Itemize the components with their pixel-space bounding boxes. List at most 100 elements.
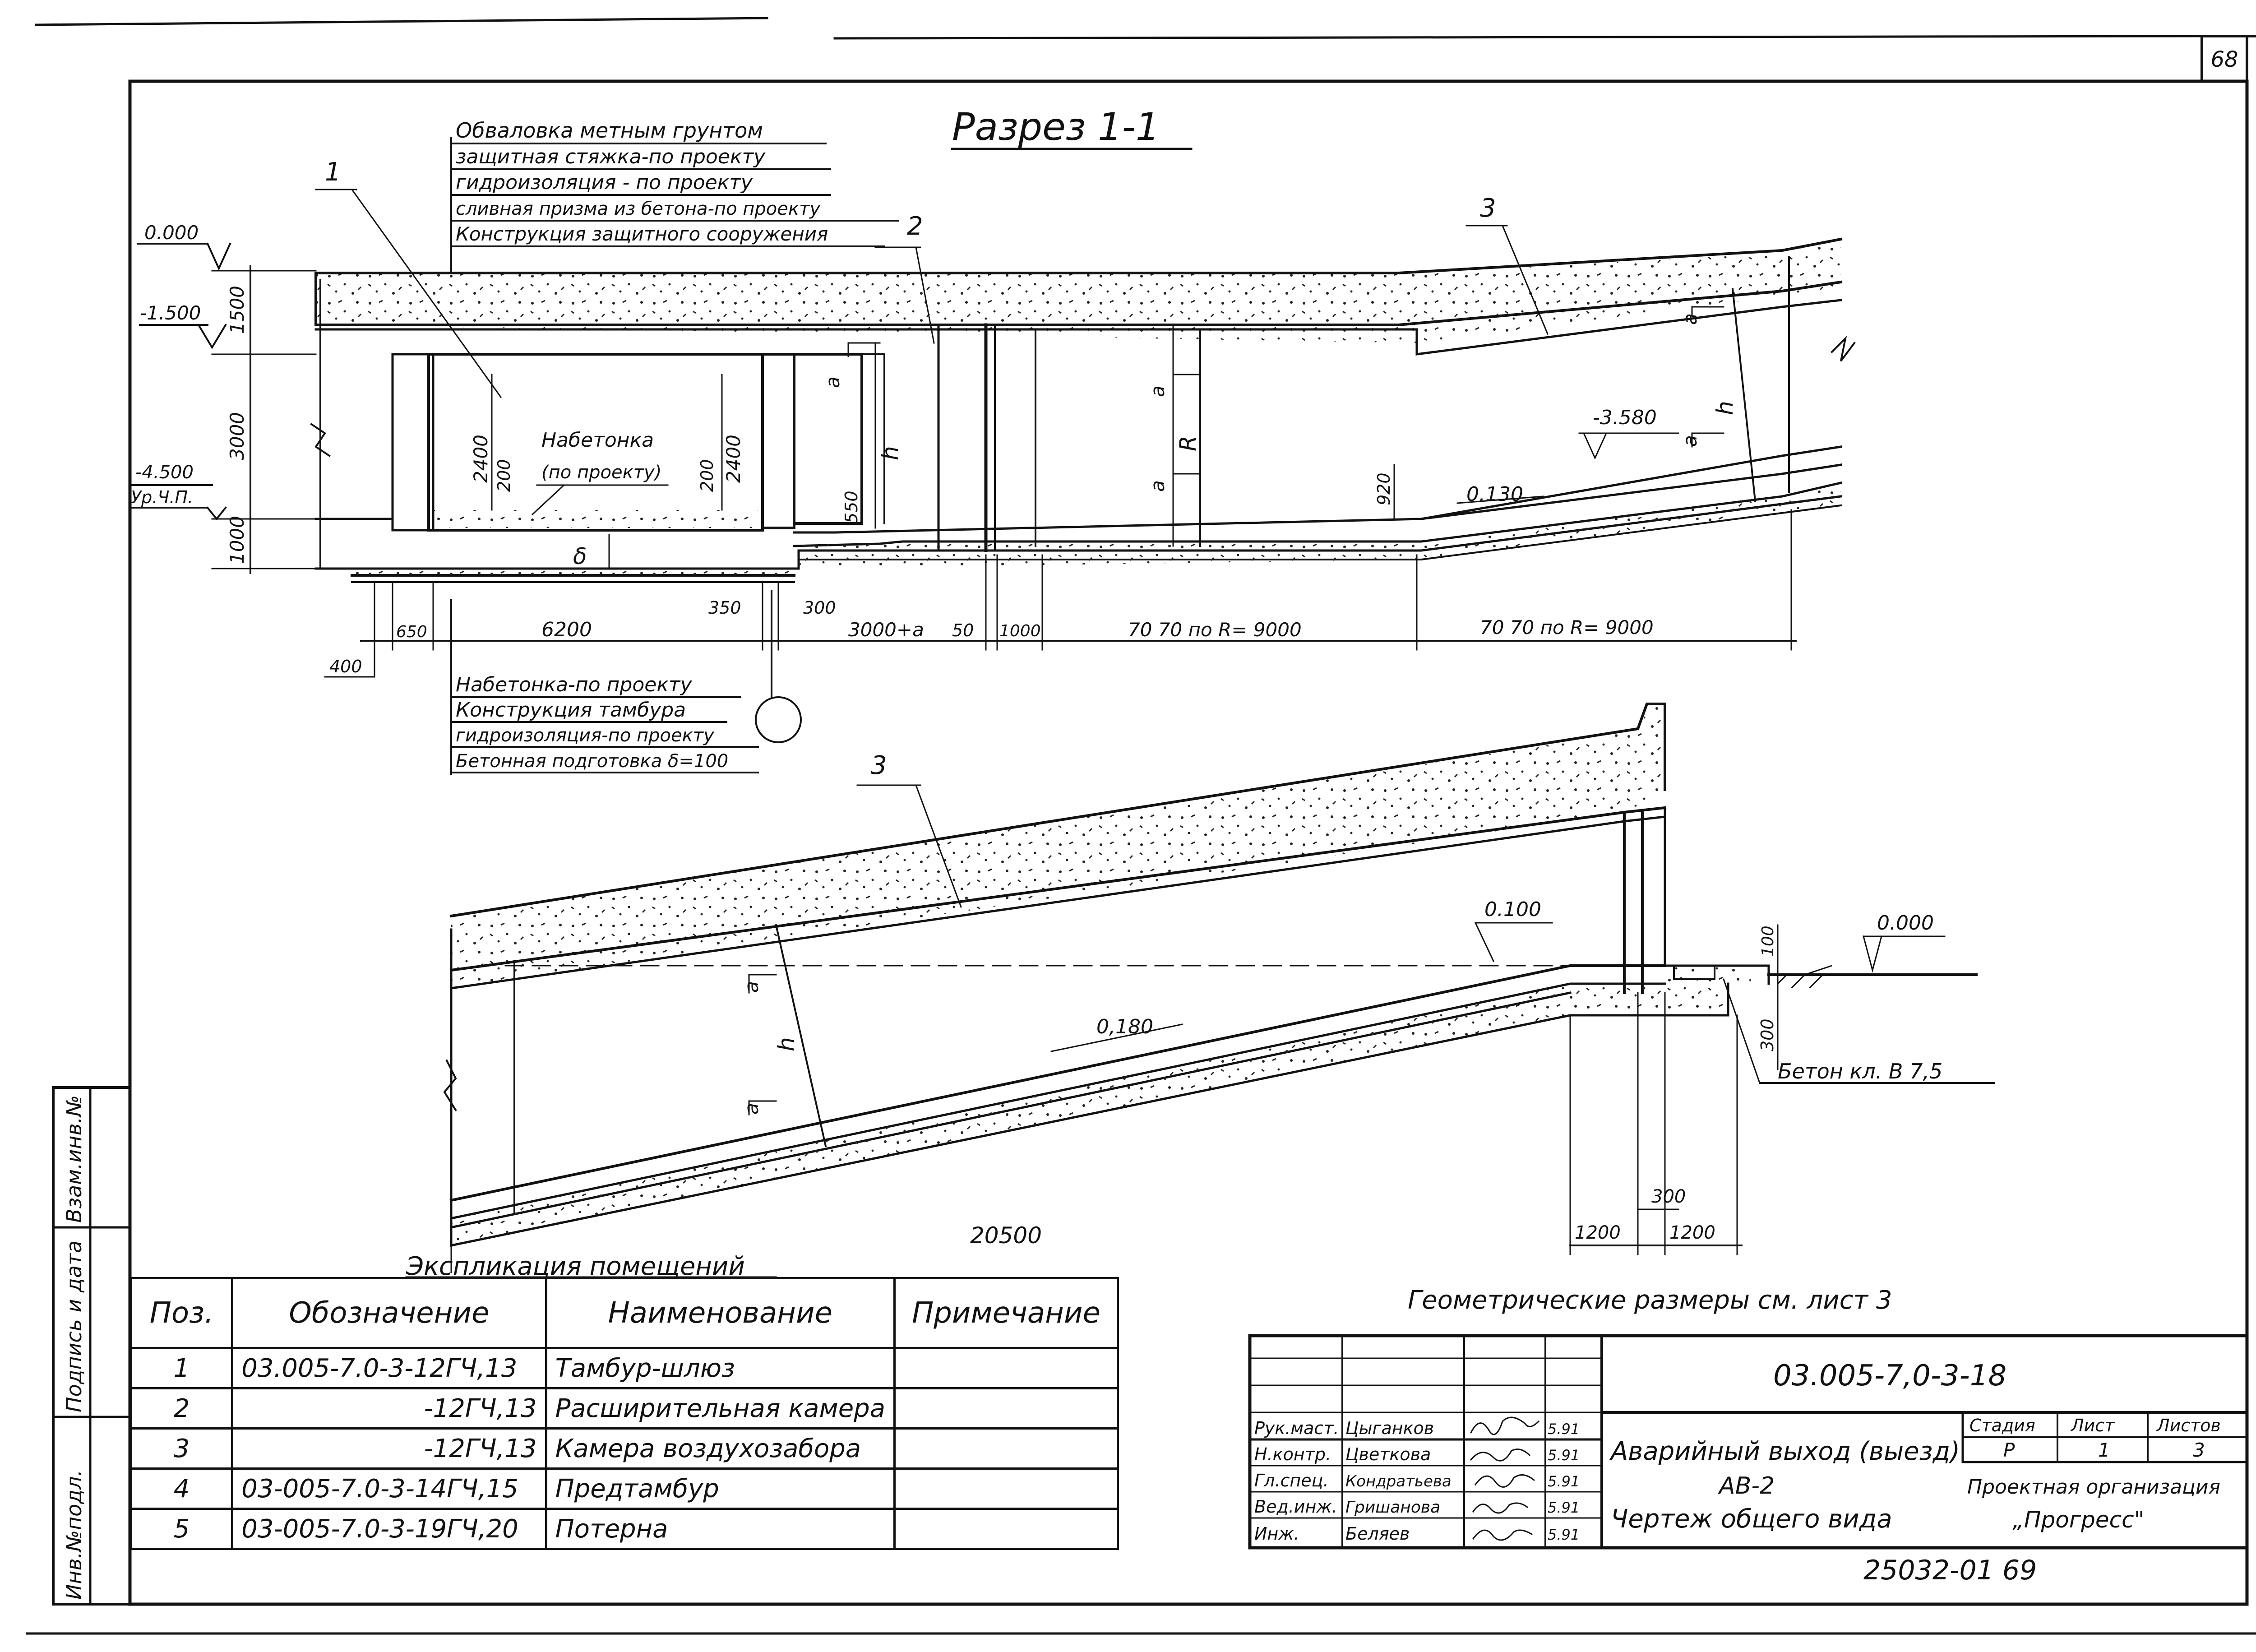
- row-name: Предтамбур: [545, 1467, 896, 1510]
- signatures: [1470, 1416, 1540, 1541]
- hdim-650: 650: [396, 623, 427, 641]
- col-header-designation: Обозначение: [231, 1277, 547, 1349]
- col-header-pos: Поз.: [129, 1277, 234, 1349]
- ramp-dim-1200-b: 1200: [1669, 1222, 1715, 1243]
- label-a-4: a: [1679, 313, 1701, 325]
- layer-top-5: Конструкция защитного сооружения: [456, 223, 828, 245]
- callout-3-top: 3: [1480, 194, 1496, 223]
- hdim-400: 400: [329, 657, 362, 676]
- ramp-slope-0180: 0,180: [1096, 1015, 1153, 1038]
- title-block: [1248, 1334, 2249, 1550]
- explication-table: Поз. Обозначение Наименование Примечание…: [129, 1277, 1119, 1550]
- ramp-callout-3: 3: [871, 751, 887, 780]
- signer-name-4: Гришанова: [1345, 1498, 1440, 1517]
- side-stamp-inv-podl: Инв.№подл.: [62, 1470, 86, 1600]
- stage-header: Стадия: [1969, 1416, 2035, 1435]
- signer-date-2: 5.91: [1548, 1447, 1580, 1464]
- org-label: Проектная организация: [1967, 1476, 2220, 1499]
- org-name: „Прогресс": [2012, 1507, 2145, 1533]
- signer-role-3: Гл.спец.: [1254, 1471, 1329, 1490]
- layers-top-leader: [450, 137, 899, 272]
- vdim-200-b: 200: [697, 459, 717, 492]
- signer-date-1: 5.91: [1548, 1421, 1580, 1438]
- side-stamp-signature-date: Подпись и дата: [62, 1240, 86, 1412]
- elev-4500: -4.500: [135, 462, 194, 483]
- section-rooms: [310, 256, 1856, 569]
- explication-title: Экспликация помещений: [406, 1252, 745, 1281]
- row-name: Камера воздухозабора: [545, 1427, 896, 1470]
- ramp-h: h: [773, 1037, 800, 1051]
- label-nabetonka: Набетонка: [541, 429, 654, 452]
- row-name: Тамбур-шлюз: [545, 1347, 896, 1389]
- vdim-2400-b: 2400: [722, 435, 744, 483]
- sheet-number: 68: [2210, 47, 2238, 72]
- label-po-proektu: (по проекту): [541, 462, 661, 483]
- label-a-5: a: [1679, 435, 1701, 447]
- row-pos: 4: [129, 1467, 234, 1510]
- doc-title-1: Аварийный выход (выезд): [1609, 1437, 1960, 1466]
- table-row: 4 03-005-7.0-3-14ГЧ,15 Предтамбур: [129, 1467, 1119, 1510]
- section-roof-band: [314, 237, 1843, 356]
- layer-bottom-1: Набетонка-по проекту: [456, 673, 693, 696]
- doc-code: 03.005-7,0-3-18: [1773, 1359, 2006, 1393]
- layer-top-1: Обваловка метным грунтом: [456, 118, 763, 143]
- stage-value: Р: [2003, 1439, 2015, 1461]
- row-note: [893, 1347, 1119, 1389]
- label-a-1: a: [822, 376, 844, 388]
- label-a-2: a: [1146, 385, 1169, 397]
- signer-date-5: 5.91: [1548, 1526, 1580, 1543]
- sheets-value: 3: [2193, 1439, 2205, 1461]
- table-row: 5 03-005-7.0-3-19ГЧ,20 Потерна: [129, 1508, 1119, 1550]
- signer-name-5: Беляев: [1345, 1524, 1410, 1544]
- row-pos: 1: [129, 1347, 234, 1389]
- ramp-dims: [450, 924, 1779, 1273]
- sheet-frame: [26, 17, 2256, 1635]
- doc-title-3: Чертеж общего вида: [1611, 1504, 1892, 1534]
- sheets-header: Листов: [2156, 1416, 2221, 1435]
- hdim-7070-a: 70 70 по R= 9000: [1128, 619, 1302, 641]
- label-h-top: h: [877, 446, 903, 460]
- doc-title-2: АВ-2: [1718, 1472, 1775, 1499]
- section-floor-lines: [314, 445, 1842, 583]
- layer-bottom-3: гидроизоляция-по проекту: [456, 725, 715, 746]
- row-code: 03-005-7.0-3-14ГЧ,15: [231, 1467, 547, 1510]
- layer-bottom-2: Конструкция тамбура: [456, 699, 686, 722]
- ramp-view: [443, 702, 1995, 1247]
- sheet-value: 1: [2098, 1439, 2110, 1461]
- row-name: Потерна: [545, 1508, 896, 1550]
- explication-header-row: Поз. Обозначение Наименование Примечание: [129, 1277, 1119, 1349]
- label-a-3: a: [1146, 480, 1169, 492]
- row-note: [893, 1387, 1119, 1430]
- hdim-1000: 1000: [999, 622, 1041, 640]
- col-header-name: Наименование: [545, 1277, 896, 1349]
- row-pos: 2: [129, 1387, 234, 1430]
- hdim-6200: 6200: [541, 618, 592, 641]
- row-code: -12ГЧ,13: [231, 1387, 547, 1430]
- signer-date-4: 5.91: [1548, 1499, 1580, 1516]
- vdim-3000: 3000: [226, 412, 248, 460]
- label-R: R: [1175, 435, 1201, 451]
- side-stamp-inv-replace: Взам.инв.№: [62, 1095, 86, 1223]
- layer-top-3: гидроизоляция - по проекту: [456, 171, 753, 194]
- ramp-a-2: a: [740, 1103, 763, 1115]
- signer-name-3: Кондратьева: [1345, 1472, 1452, 1490]
- layer-top-4: сливная призма из бетона-по проекту: [456, 199, 821, 219]
- row-note: [893, 1467, 1119, 1510]
- table-row: 1 03.005-7.0-3-12ГЧ,13 Тамбур-шлюз: [129, 1347, 1119, 1389]
- geometry-note: Геометрические размеры см. лист 3: [1408, 1286, 1892, 1315]
- signer-role-1: Рук.маст.: [1254, 1418, 1339, 1438]
- ticks-a: [847, 287, 1757, 502]
- label-h-right: h: [1712, 401, 1738, 415]
- horizontal-dims: [324, 509, 1797, 678]
- vdim-2400-a: 2400: [470, 435, 492, 483]
- hdim-350: 350: [708, 598, 741, 618]
- ramp-a-1: a: [740, 981, 763, 993]
- row-code: 03-005-7.0-3-19ГЧ,20: [231, 1508, 547, 1550]
- signer-date-3: 5.91: [1548, 1473, 1580, 1490]
- row-code: 03.005-7.0-3-12ГЧ,13: [231, 1347, 547, 1389]
- section-title: Разрез 1-1: [952, 105, 1160, 149]
- table-row: 3 -12ГЧ,13 Камера воздухозабора: [129, 1427, 1119, 1470]
- vdim-1500: 1500: [226, 286, 248, 334]
- section-inner-dims: [491, 324, 1395, 569]
